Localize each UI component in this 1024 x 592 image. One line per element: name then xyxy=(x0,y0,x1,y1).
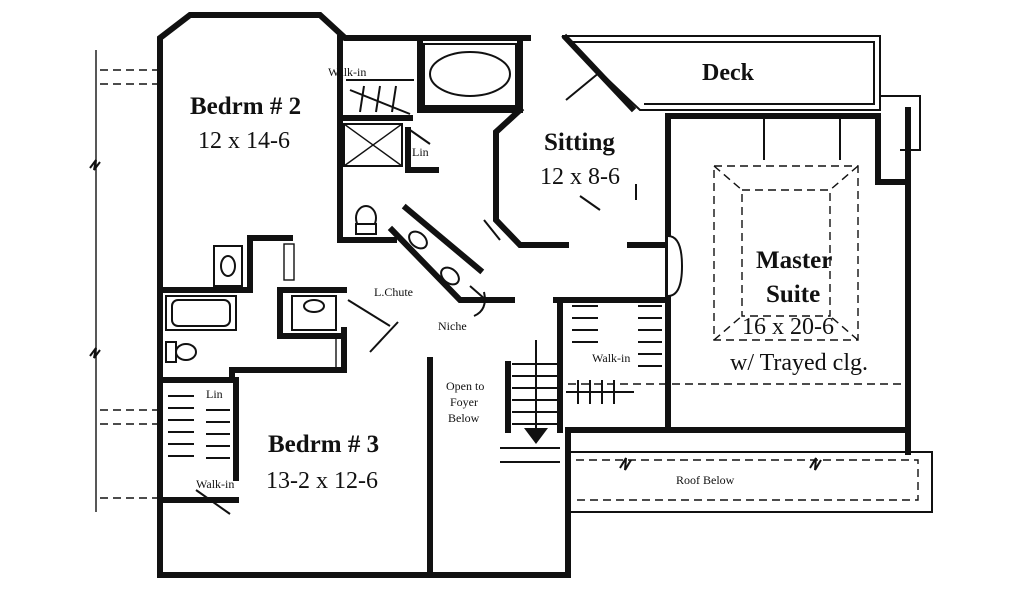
bedrm2-dims: 12 x 14-6 xyxy=(198,128,290,154)
master-name-line1: Master xyxy=(756,247,832,274)
walkin-bottom-label: Walk-in xyxy=(196,477,234,491)
walkin-top-label: Walk-in xyxy=(328,65,366,79)
toilet-left xyxy=(175,343,197,361)
door-swings xyxy=(195,71,637,515)
stairs xyxy=(500,340,560,463)
windows xyxy=(159,60,909,576)
roof-below-label: Roof Below xyxy=(676,473,735,487)
open-line3-label: Below xyxy=(448,411,480,425)
bedrm3-dims: 13-2 x 12-6 xyxy=(266,468,378,494)
interior-walls xyxy=(157,33,671,578)
master-dims: 16 x 20-6 xyxy=(742,314,834,340)
niche-label: Niche xyxy=(438,319,467,333)
roof-below xyxy=(568,383,933,513)
fixtures xyxy=(165,43,517,369)
sink-2 xyxy=(440,266,460,286)
sitting-dims: 12 x 8-6 xyxy=(540,164,620,190)
tub-basin-top xyxy=(429,51,511,97)
walkin-center-label: Walk-in xyxy=(592,351,630,365)
closet-hatching xyxy=(168,79,662,459)
lin-top-label: Lin xyxy=(412,145,429,159)
room-labels: Bedrm # 2 12 x 14-6 Sitting 12 x 8-6 Dec… xyxy=(190,60,868,494)
lchute-label: L.Chute xyxy=(374,285,413,299)
stair-arrow-icon xyxy=(524,428,548,444)
master-note: w/ Trayed clg. xyxy=(730,350,868,376)
open-line2-label: Foyer xyxy=(450,395,478,409)
bedrm2-name: Bedrm # 2 xyxy=(190,93,301,120)
deck-name: Deck xyxy=(702,60,755,86)
left-roof-lines xyxy=(89,50,158,512)
sitting-name: Sitting xyxy=(544,129,615,156)
sink-1 xyxy=(408,230,428,250)
bedrm3-name: Bedrm # 3 xyxy=(268,431,379,458)
trayed-ceiling xyxy=(713,165,859,341)
master-name-line2: Suite xyxy=(766,281,820,308)
open-line1-label: Open to xyxy=(446,379,484,393)
lin-left-label: Lin xyxy=(206,387,223,401)
